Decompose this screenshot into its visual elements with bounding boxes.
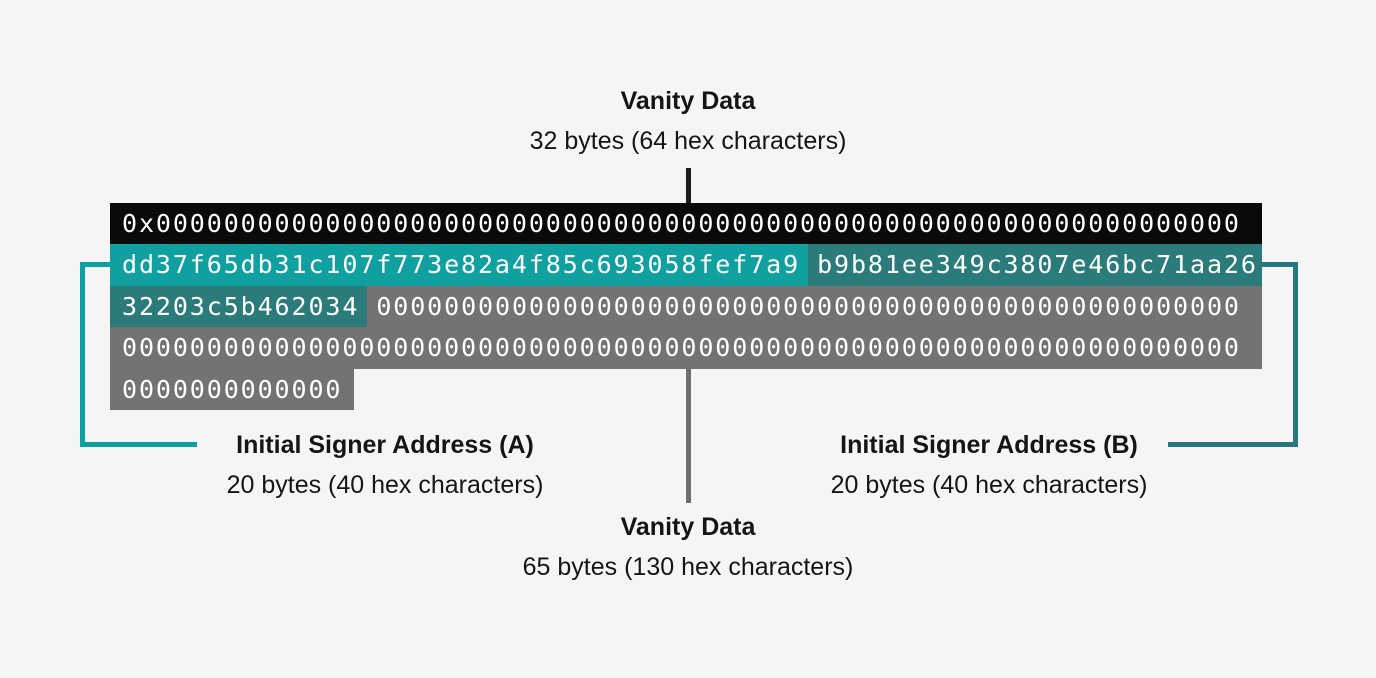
- signer-a-title: Initial Signer Address (A): [236, 431, 534, 459]
- vanity-connector-line: [686, 369, 691, 503]
- hex-row-1: 0x00000000000000000000000000000000000000…: [110, 203, 1262, 245]
- bottom-vanity-subtitle: 65 bytes (130 hex characters): [522, 553, 854, 581]
- signer-b-bracket-bottom: [1168, 442, 1298, 447]
- hex-prefix-zeros-segment: 0x00000000000000000000000000000000000000…: [110, 203, 1262, 245]
- vanity-zeros-segment-1: 0000000000000000000000000000000000000000…: [367, 285, 1262, 328]
- signer-a-bracket-bottom: [80, 442, 197, 447]
- signer-a-label: Initial Signer Address (A) 20 bytes (40 …: [227, 430, 544, 500]
- vanity-zeros-segment-2: 0000000000000000000000000000000000000000…: [110, 327, 1262, 369]
- signer-b-bracket-top: [1262, 262, 1298, 267]
- top-vanity-title: Vanity Data: [620, 87, 756, 115]
- signer-a-address-segment: dd37f65db31c107f773e82a4f85c693058fef7a9: [110, 244, 809, 286]
- signer-b-subtitle: 20 bytes (40 hex characters): [830, 471, 1148, 499]
- hex-row-3: 32203c5b462034 0000000000000000000000000…: [110, 285, 1262, 328]
- signer-a-bracket-top: [80, 262, 110, 267]
- signer-a-subtitle: 20 bytes (40 hex characters): [226, 471, 544, 499]
- bottom-vanity-label: Vanity Data 65 bytes (130 hex characters…: [523, 512, 854, 582]
- top-vanity-label: Vanity Data 32 bytes (64 hex characters): [530, 86, 847, 156]
- top-vanity-subtitle: 32 bytes (64 hex characters): [529, 127, 847, 155]
- signer-a-bracket-vertical: [80, 262, 85, 447]
- top-connector-line: [686, 168, 691, 203]
- bottom-vanity-title: Vanity Data: [620, 513, 756, 541]
- signer-b-title: Initial Signer Address (B): [840, 431, 1138, 459]
- hex-row-2: dd37f65db31c107f773e82a4f85c693058fef7a9…: [110, 244, 1262, 286]
- hex-row-5: 0000000000000: [110, 368, 1262, 410]
- vanity-zeros-segment-3: 0000000000000: [110, 368, 355, 410]
- signer-b-address-segment-part2: 32203c5b462034: [110, 285, 368, 328]
- signer-b-label: Initial Signer Address (B) 20 bytes (40 …: [831, 430, 1148, 500]
- hex-row-4: 0000000000000000000000000000000000000000…: [110, 327, 1262, 369]
- signer-b-address-segment-part1: b9b81ee349c3807e46bc71aa26: [808, 244, 1262, 286]
- signer-b-bracket-vertical: [1293, 262, 1298, 447]
- hex-data-block: 0x00000000000000000000000000000000000000…: [110, 203, 1262, 410]
